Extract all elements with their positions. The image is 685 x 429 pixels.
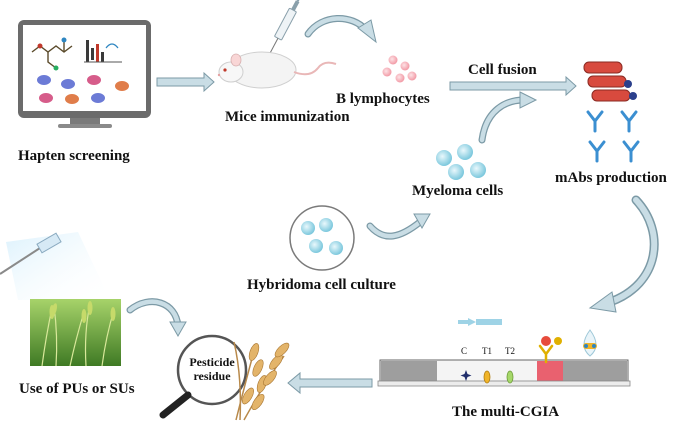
- wheat-ear-icon: [233, 341, 290, 421]
- arrow-to-pesticide-residue: [287, 371, 373, 395]
- cell-dish-icon: [583, 61, 637, 102]
- myeloma-cells-label: Myeloma cells: [412, 183, 504, 199]
- b-lymphocytes-label: B lymphocytes: [336, 91, 430, 107]
- arrow-to-multi-cgia: [588, 195, 659, 313]
- mice-immunization-label: Mice immunization: [225, 109, 350, 125]
- antibody-icon: [586, 110, 640, 163]
- hybridoma-culture-label: Hybridoma cell culture: [247, 277, 396, 293]
- dropper-icon: [583, 329, 597, 357]
- myeloma-cells-icon: [436, 144, 486, 180]
- strip-t1-label: T1: [482, 346, 492, 356]
- pesticide-residue-label: Pesticide residue: [189, 355, 235, 383]
- test-strip-icon: [377, 359, 631, 387]
- cell-fusion-label: Cell fusion: [468, 62, 537, 78]
- sun-icon: [0, 232, 110, 300]
- arrow-to-immunization: [156, 71, 215, 93]
- gold-labelled-antibody-icon: [538, 336, 562, 364]
- arrow-to-b-lymphocytes: [304, 15, 377, 44]
- mouse-icon: [217, 51, 337, 89]
- mabs-production-label: mAbs production: [555, 170, 667, 186]
- multi-cgia-label: The multi-CGIA: [452, 404, 560, 420]
- hybridoma-culture-icon: [289, 205, 355, 271]
- flow-direction-arrow: [458, 318, 502, 326]
- wheat-field-icon: [30, 299, 121, 367]
- arrow-field-to-residue: [126, 298, 187, 338]
- computer-monitor-icon: [18, 20, 151, 128]
- b-lymphocytes-icon: [382, 55, 417, 83]
- hapten-screening-label: Hapten screening: [18, 148, 130, 164]
- arrow-cell-fusion: [449, 75, 577, 97]
- strip-t2-label: T2: [505, 346, 515, 356]
- strip-c-label: C: [461, 346, 468, 356]
- magnifier-icon: [159, 334, 248, 419]
- use-of-pus-label: Use of PUs or SUs: [19, 381, 135, 397]
- syringe-icon: [269, 0, 302, 55]
- arrow-myeloma-to-fusion: [478, 91, 538, 144]
- arrow-hybridoma-to-myeloma: [366, 213, 431, 240]
